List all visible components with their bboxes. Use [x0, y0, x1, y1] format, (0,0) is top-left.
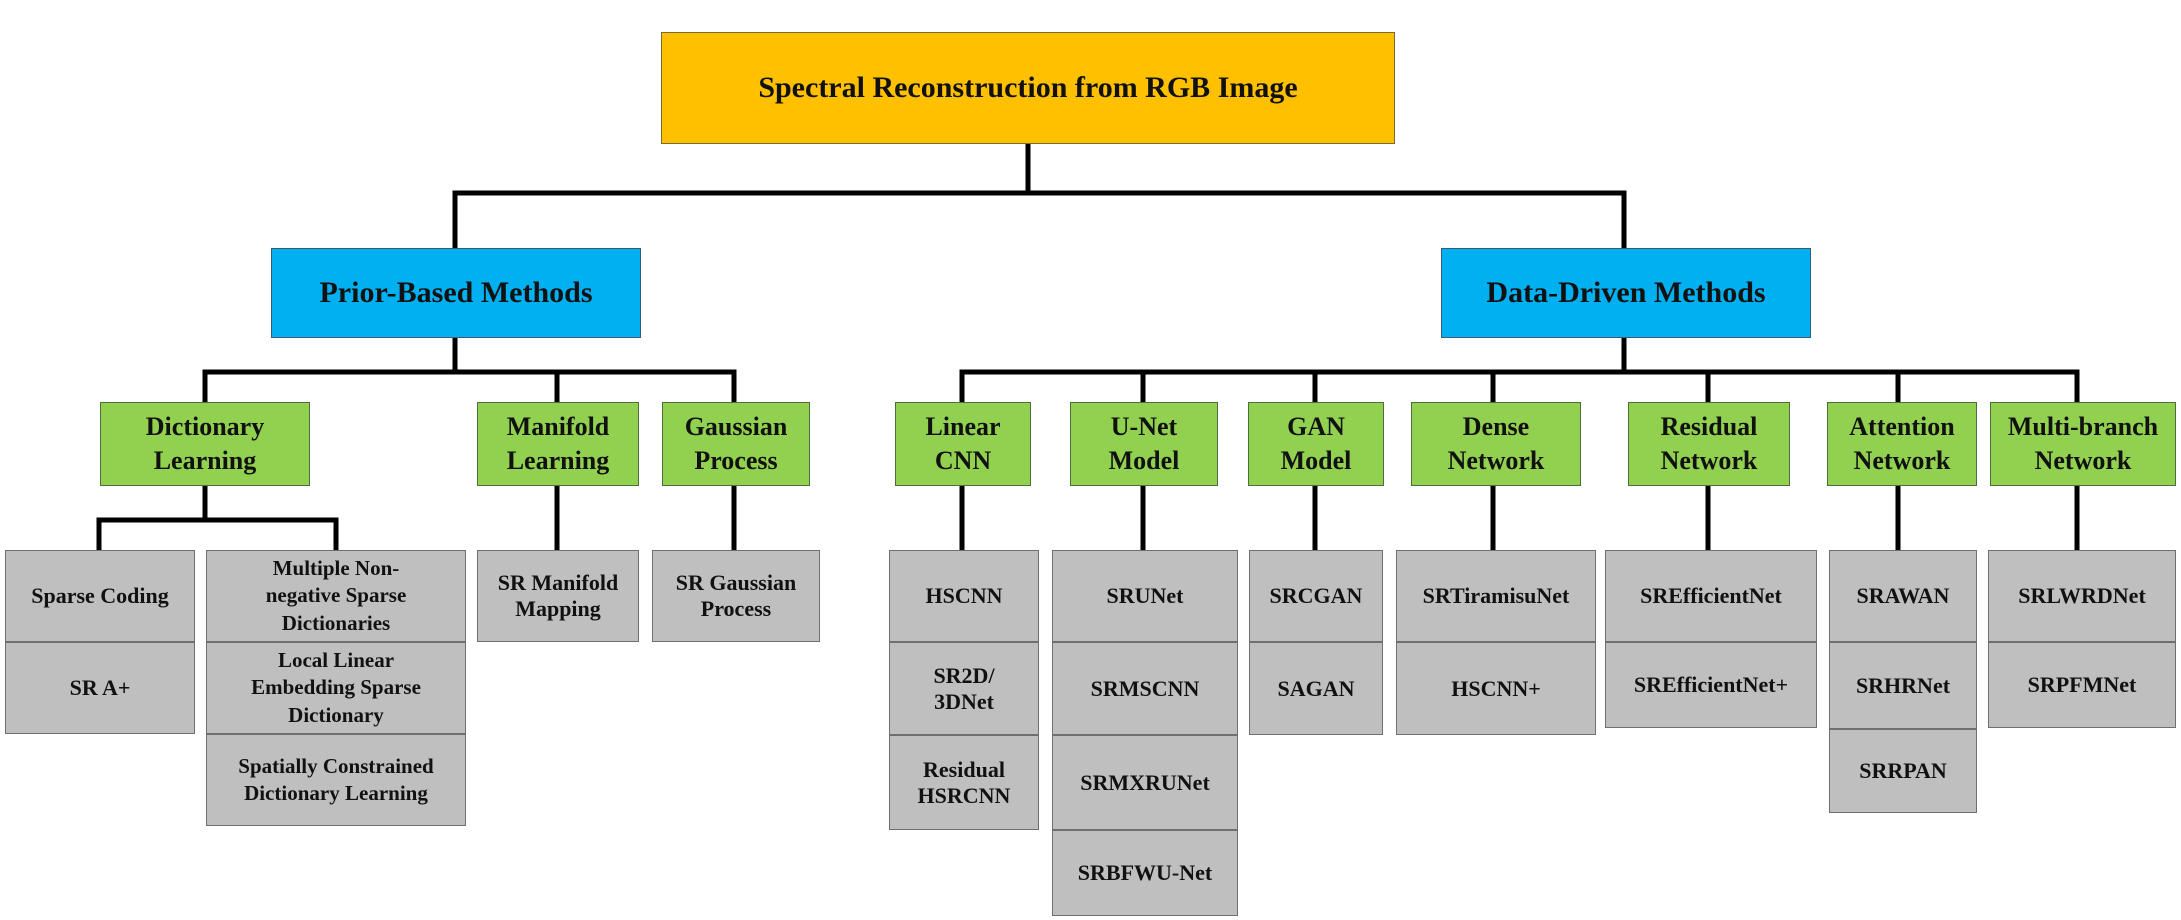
srefficientnet-node: SREfficientNet	[1605, 550, 1817, 642]
srefficientnet-plus-label: SREfficientNet+	[1633, 672, 1789, 698]
srtiramisunet-node: SRTiramisuNet	[1396, 550, 1596, 642]
gan-model-node: GAN Model	[1248, 402, 1384, 486]
sagan-label: SAGAN	[1277, 675, 1355, 701]
gaussian-process-node: Gaussian Process	[662, 402, 810, 486]
dictionary-learning-node: Dictionary Learning	[100, 402, 310, 486]
srmxrunet-label: SRMXRUNet	[1080, 769, 1210, 795]
sr-manifold-mapping-label: SR Manifold Mapping	[497, 570, 619, 621]
gaussian-process-label: Gaussian Process	[684, 412, 788, 475]
spatially-constrained-node: Spatially Constrained Dictionary Learnin…	[206, 734, 466, 826]
srcgan-label: SRCGAN	[1269, 583, 1363, 609]
srpfmnet-node: SRPFMNet	[1988, 642, 2176, 728]
unet-model-node: U-Net Model	[1070, 402, 1218, 486]
residual-network-node: Residual Network	[1628, 402, 1790, 486]
root-node: Spectral Reconstruction from RGB Image	[661, 32, 1395, 144]
srlwrdnet-node: SRLWRDNet	[1988, 550, 2176, 642]
root-label: Spectral Reconstruction from RGB Image	[758, 71, 1298, 105]
dense-network-label: Dense Network	[1447, 412, 1545, 475]
attention-network-node: Attention Network	[1827, 402, 1977, 486]
multibranch-network-label: Multi-branch Network	[2007, 412, 2159, 475]
sr-aplus-node: SR A+	[5, 642, 195, 734]
spatially-constrained-label: Spatially Constrained Dictionary Learnin…	[238, 753, 434, 805]
sr-aplus-label: SR A+	[69, 675, 131, 701]
sparse-coding-node: Sparse Coding	[5, 550, 195, 642]
connector-dictionary	[96, 483, 339, 553]
multiple-nonnegative-sparse-dictionaries-label: Multiple Non- negative Sparse Dictionari…	[265, 556, 407, 635]
srefficientnet-label: SREfficientNet	[1640, 583, 1782, 609]
srhrnet-node: SRHRNet	[1829, 642, 1977, 729]
connector-root	[452, 141, 1627, 251]
unet-model-label: U-Net Model	[1108, 412, 1180, 475]
residual-hsrcnn-label: Residual HSRCNN	[917, 756, 1011, 808]
sr-gaussian-process-label: SR Gaussian Process	[675, 570, 797, 621]
manifold-learning-node: Manifold Learning	[477, 402, 639, 486]
data-driven-methods-node: Data-Driven Methods	[1441, 248, 1811, 338]
srhrnet-label: SRHRNet	[1855, 672, 1951, 698]
connector-prior	[202, 335, 737, 405]
manifold-learning-label: Manifold Learning	[506, 412, 610, 475]
srmscnn-node: SRMSCNN	[1052, 642, 1238, 735]
dense-network-node: Dense Network	[1411, 402, 1581, 486]
srcgan-node: SRCGAN	[1249, 550, 1383, 642]
data-driven-methods-label: Data-Driven Methods	[1486, 276, 1766, 310]
srbfwu-net-label: SRBFWU-Net	[1077, 860, 1213, 886]
gan-model-label: GAN Model	[1280, 412, 1352, 475]
srefficientnet-plus-node: SREfficientNet+	[1605, 642, 1817, 728]
srawan-label: SRAWAN	[1856, 583, 1950, 609]
linear-cnn-node: Linear CNN	[895, 402, 1031, 486]
hscnn-plus-node: HSCNN+	[1396, 642, 1596, 735]
hscnn-label: HSCNN	[925, 583, 1003, 609]
multiple-nonnegative-sparse-dictionaries-node: Multiple Non- negative Sparse Dictionari…	[206, 550, 466, 642]
srrpan-node: SRRPAN	[1829, 729, 1977, 813]
sr2d-3dnet-node: SR2D/ 3DNet	[889, 642, 1039, 735]
multibranch-network-node: Multi-branch Network	[1990, 402, 2176, 486]
srbfwu-net-node: SRBFWU-Net	[1052, 830, 1238, 916]
srunet-node: SRUNet	[1052, 550, 1238, 642]
sr2d-3dnet-label: SR2D/ 3DNet	[933, 662, 995, 714]
srpfmnet-label: SRPFMNet	[2027, 672, 2137, 698]
srrpan-label: SRRPAN	[1859, 758, 1947, 784]
srlwrdnet-label: SRLWRDNet	[2018, 583, 2146, 609]
residual-hsrcnn-node: Residual HSRCNN	[889, 735, 1039, 830]
dictionary-learning-label: Dictionary Learning	[145, 412, 265, 475]
sagan-node: SAGAN	[1249, 642, 1383, 735]
sparse-coding-label: Sparse Coding	[31, 583, 169, 609]
residual-network-label: Residual Network	[1660, 412, 1758, 475]
prior-based-methods-node: Prior-Based Methods	[271, 248, 641, 338]
sr-gaussian-process-node: SR Gaussian Process	[652, 550, 820, 642]
sr-manifold-mapping-node: SR Manifold Mapping	[477, 550, 639, 642]
srunet-label: SRUNet	[1106, 583, 1184, 609]
srmxrunet-node: SRMXRUNet	[1052, 735, 1238, 830]
attention-network-label: Attention Network	[1849, 412, 1955, 475]
local-linear-embedding-label: Local Linear Embedding Sparse Dictionary	[251, 648, 421, 727]
hscnn-node: HSCNN	[889, 550, 1039, 642]
prior-based-methods-label: Prior-Based Methods	[319, 276, 593, 310]
local-linear-embedding-node: Local Linear Embedding Sparse Dictionary	[206, 642, 466, 734]
linear-cnn-label: Linear CNN	[925, 412, 1001, 475]
srmscnn-label: SRMSCNN	[1090, 675, 1200, 701]
hscnn-plus-label: HSCNN+	[1451, 675, 1541, 701]
srtiramisunet-label: SRTiramisuNet	[1422, 583, 1570, 609]
srawan-node: SRAWAN	[1829, 550, 1977, 642]
connector-data	[959, 335, 2080, 405]
